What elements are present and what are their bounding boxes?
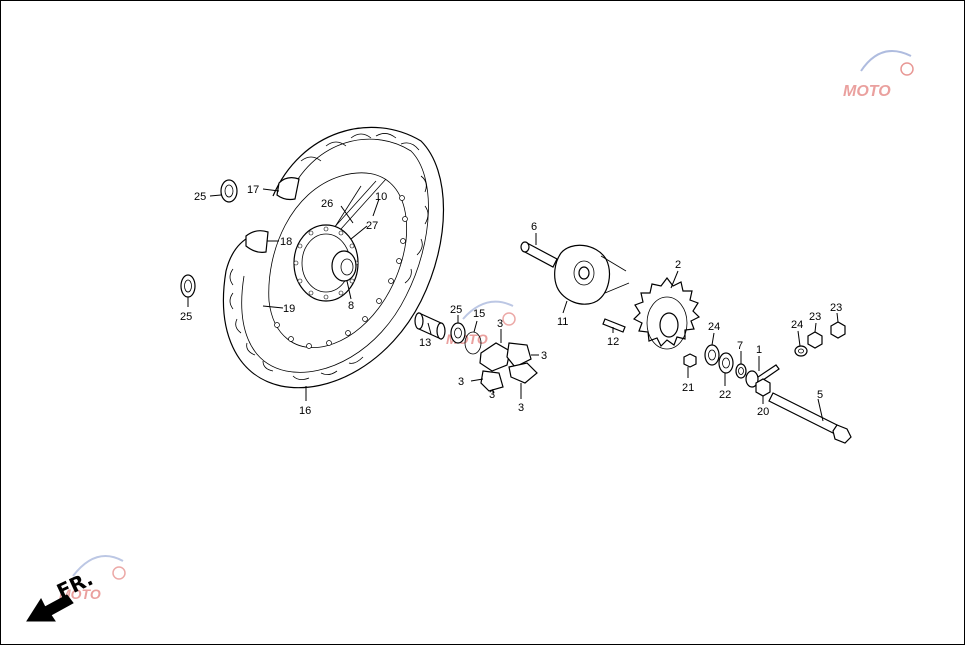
callout-12: 12	[607, 336, 619, 348]
callout-25-top: 25	[194, 191, 206, 203]
collar-13	[414, 312, 446, 340]
nut-20	[755, 378, 771, 397]
front-arrow-icon	[26, 594, 74, 622]
oil-seal-22	[718, 352, 734, 374]
bearing-24	[704, 344, 720, 366]
callout-25-left: 25	[180, 311, 192, 323]
callout-11: 11	[557, 316, 568, 328]
tube-valve-17	[276, 177, 300, 201]
callout-3-left: 3	[458, 376, 464, 388]
washer-24-right	[794, 345, 808, 357]
rear-hub	[293, 178, 387, 302]
leader-lines	[262, 188, 839, 422]
chain-adjuster-1	[745, 364, 780, 388]
callout-18: 18	[280, 236, 292, 248]
nut-23-b	[830, 321, 846, 339]
nut-21	[683, 353, 697, 378]
stud-12	[602, 318, 626, 333]
callout-8: 8	[348, 300, 354, 312]
watermark-logo-top-right: MOTO	[843, 50, 914, 100]
callout-15: 15	[473, 308, 485, 320]
collar-7	[735, 363, 747, 379]
nut-23-a	[807, 331, 823, 349]
callout-3-bottom-left: 3	[489, 389, 495, 401]
callout-17: 17	[247, 184, 259, 196]
final-driven-sprocket-2	[632, 277, 701, 350]
callout-23-b: 23	[830, 302, 842, 314]
callout-5: 5	[817, 389, 823, 401]
damper-rubbers-3	[479, 342, 538, 392]
callout-13: 13	[419, 337, 431, 349]
bearing-25-center	[450, 322, 466, 344]
callout-2: 2	[675, 259, 681, 271]
callout-27: 27	[366, 220, 378, 232]
svg-text:MOTO: MOTO	[843, 83, 891, 100]
callout-3-right: 3	[541, 350, 547, 362]
callout-26: 26	[321, 198, 333, 210]
driven-flange-11	[554, 244, 630, 305]
callout-3-bottom: 3	[518, 402, 524, 414]
stud-bolt-6	[520, 241, 558, 268]
callout-22: 22	[719, 389, 731, 401]
bearing-25-top	[209, 179, 238, 203]
callout-24-right: 24	[791, 319, 803, 331]
callout-23-a: 23	[809, 311, 821, 323]
tire-tread	[229, 133, 429, 380]
callout-labels: 25 17 26 10 27 18 8 19 25 16 25 15 13 3 …	[180, 184, 842, 418]
callout-20: 20	[757, 406, 769, 418]
callout-1: 1	[756, 344, 762, 356]
callout-19: 19	[283, 303, 295, 315]
callout-10: 10	[375, 191, 387, 203]
callout-16: 16	[299, 405, 311, 417]
callout-6: 6	[531, 221, 537, 233]
callout-21: 21	[682, 382, 694, 394]
rim-band-18	[245, 230, 269, 253]
callout-24-center: 24	[708, 321, 720, 333]
callout-25-center: 25	[450, 304, 462, 316]
callout-3-top: 3	[497, 318, 503, 330]
callout-7: 7	[737, 340, 743, 352]
rear-axle-5	[768, 392, 852, 444]
bearing-25-left	[180, 274, 196, 307]
front-direction-indicator: FR.	[26, 566, 97, 622]
o-ring-15	[464, 331, 482, 355]
rear-rim	[268, 172, 408, 349]
